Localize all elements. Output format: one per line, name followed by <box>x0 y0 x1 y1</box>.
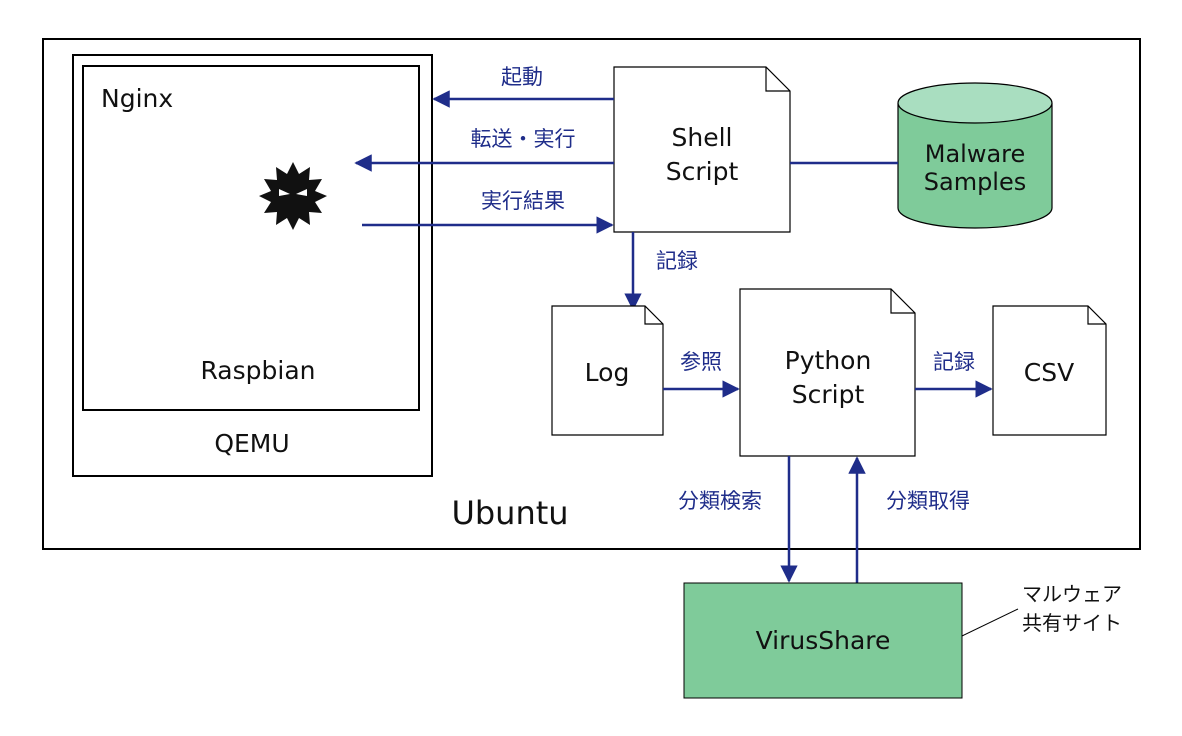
note-line2: 共有サイト <box>1022 611 1122 635</box>
malware-samples-label-line2: Samples <box>924 168 1027 196</box>
virusshare-label: VirusShare <box>756 626 891 655</box>
note-line1: マルウェア <box>1022 582 1122 606</box>
nginx-label: Nginx <box>101 84 173 113</box>
reference-label: 参照 <box>680 350 722 374</box>
malware-virus-icon <box>259 162 327 230</box>
raspbian-label: Raspbian <box>200 356 315 385</box>
qemu-label: QEMU <box>214 429 289 458</box>
csv-label: CSV <box>1024 358 1074 387</box>
python-script-fold <box>890 289 915 314</box>
shell-script-label-line1: Shell <box>672 123 733 152</box>
shell-script-label-line2: Script <box>666 157 739 186</box>
log-fold <box>644 306 663 325</box>
log-node <box>551 305 664 436</box>
log-label: Log <box>585 358 630 387</box>
csv-node <box>992 305 1107 436</box>
qemu-container <box>72 54 433 477</box>
csv-fold <box>1087 306 1106 325</box>
python-script-label-line1: Python <box>785 346 872 375</box>
note-callout-line <box>961 608 1019 637</box>
classification-get-label: 分類取得 <box>886 489 970 513</box>
classification-search-label: 分類検索 <box>678 489 762 513</box>
launch-label: 起動 <box>501 65 543 89</box>
record-csv-label: 記録 <box>933 350 975 374</box>
virusshare-node <box>683 582 963 699</box>
malware-samples-label-line1: Malware <box>925 140 1026 168</box>
record-log-label: 記録 <box>656 249 698 273</box>
raspbian-container <box>82 65 420 411</box>
ubuntu-container <box>42 38 1141 550</box>
transfer-execute-label: 転送・実行 <box>471 127 576 151</box>
python-script-node <box>739 288 916 457</box>
malware-samples-database <box>897 82 1053 229</box>
ubuntu-label: Ubuntu <box>451 494 568 532</box>
execution-result-label: 実行結果 <box>481 189 565 213</box>
shell-script-fold <box>765 67 790 92</box>
python-script-label-line2: Script <box>792 380 865 409</box>
shell-script-node <box>613 66 791 233</box>
